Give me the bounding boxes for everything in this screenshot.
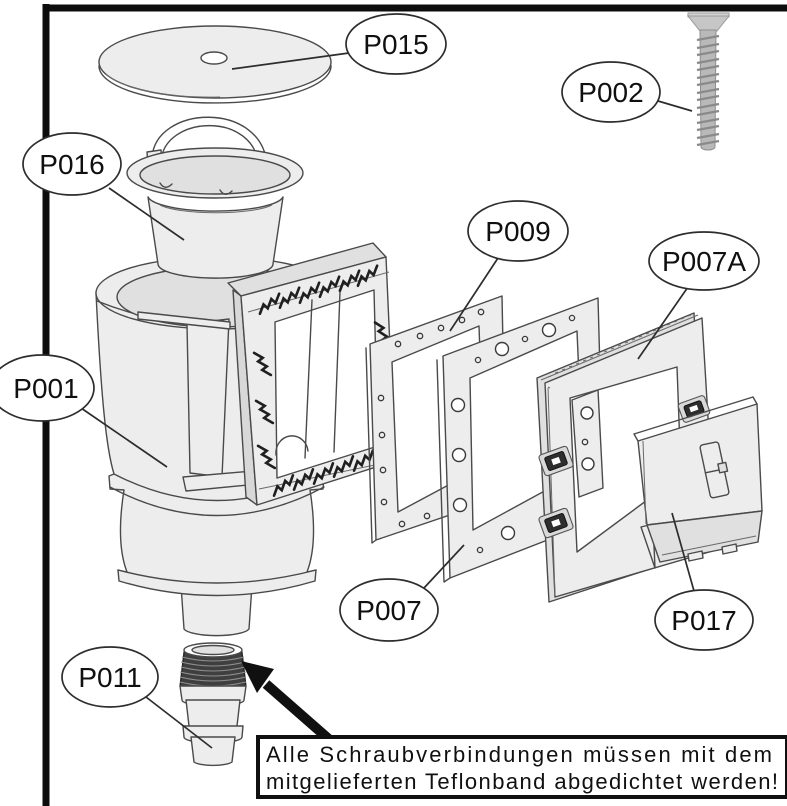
note-line-1: Alle Schraubverbindungen müssen mit dem [266, 742, 772, 767]
note-box: Alle Schraubverbindungen müssen mit dem … [256, 735, 787, 799]
callout-P011: P011 [61, 646, 213, 749]
part-drawing-screw [686, 12, 731, 151]
teflon-arrow [241, 661, 335, 745]
part-drawing-throat [227, 242, 396, 506]
callout-P007: P007 [339, 544, 465, 642]
callout-label: P009 [485, 216, 550, 247]
part-drawing-basket [126, 116, 304, 279]
callout-label: P015 [363, 29, 428, 60]
faceplate-clip [538, 507, 574, 539]
faceplate-clip [538, 445, 574, 477]
callout-label: P001 [13, 373, 78, 404]
callout-P017: P017 [654, 512, 754, 651]
callout-P007A: P007A [637, 231, 760, 360]
flap-handle [699, 441, 730, 499]
callout-label: P011 [78, 662, 141, 693]
callout-label: P007 [356, 595, 421, 626]
part-drawing-lid [98, 25, 332, 104]
callout-P002: P002 [561, 61, 693, 123]
callout-label: P002 [578, 77, 643, 108]
part-drawing-fitting [179, 642, 247, 767]
callout-P009: P009 [449, 200, 569, 332]
callout-label: P007A [662, 246, 746, 277]
callout-P016: P016 [22, 132, 185, 241]
callout-label: P017 [671, 605, 736, 636]
callout-label: P016 [39, 149, 104, 180]
note-line-2: mitgelieferten Teflonband abgedichtet we… [266, 769, 778, 794]
faceplate-clip [677, 395, 711, 423]
callout-P015: P015 [231, 13, 447, 75]
callout-P001: P001 [0, 354, 168, 468]
